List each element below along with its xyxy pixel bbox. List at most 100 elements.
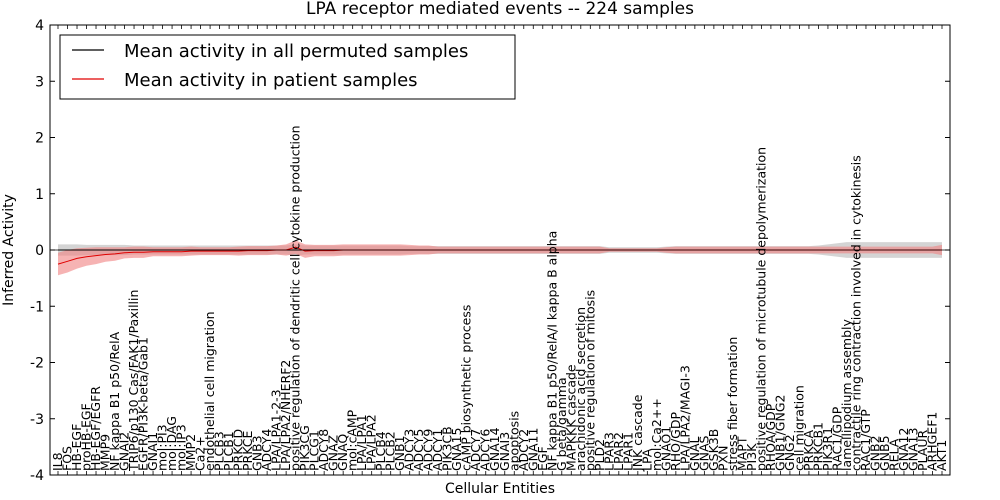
x-tick-label: PLCB3 [212, 431, 227, 471]
x-tick-label: apoptosis [506, 411, 521, 471]
x-tick-label: HB-EGF [69, 424, 84, 471]
x-tick-label: PLCG1 [307, 430, 322, 471]
x-tick-label: proHB-EGF [79, 403, 94, 471]
legend-label-permuted: Mean activity in all permuted samples [124, 41, 468, 62]
x-tick-label: MMP2 [183, 434, 198, 471]
x-tick-label: cell migration [791, 385, 806, 471]
x-tick-label: stress fiber formation [725, 337, 740, 471]
x-tick-label: positive regulation of mitosis [582, 290, 597, 471]
x-tick-label: NF kappa B1 p50/RelA [107, 331, 122, 471]
x-tick-label: ADCY7 [468, 429, 483, 471]
x-tick-label: G beta/gamma [554, 377, 569, 471]
x-tick-label: mol:cAMP [345, 409, 360, 471]
x-tick-label: EGFR/PI3K-beta/Gab1 [136, 337, 151, 471]
legend-box [59, 34, 516, 100]
x-tick-label: PIK3CG [297, 425, 312, 471]
x-tick-label: GNB1/GNG2 [772, 395, 787, 471]
x-axis-ticks [57, 25, 943, 475]
x-tick-label: FOS [60, 446, 75, 471]
x-tick-label: LPAR3 [601, 432, 616, 471]
y-tick-label: -1 [30, 299, 44, 315]
x-tick-label: PRKCD [231, 429, 246, 471]
y-tick-label: 1 [35, 187, 44, 203]
x-tick-label: HB-EGF/EGFR [88, 386, 103, 471]
x-tick-label: mol:DAG [164, 416, 179, 471]
x-tick-label: arachidonic acid secretion [573, 307, 588, 471]
band-patient [58, 240, 942, 276]
x-tick-label: GNAO1 [658, 426, 673, 471]
x-tick-label: EGF [535, 446, 550, 471]
x-tick-label: ADCY4 [259, 429, 274, 471]
x-tick-label: GNB3 [250, 435, 265, 471]
x-tick-label: GNG2 [782, 434, 797, 471]
x-tick-label: GNB1 [392, 435, 407, 471]
x-tick-label: LPA/LPA2/MAGI-3 [677, 365, 692, 471]
x-tick-label: RELA [887, 438, 902, 471]
x-tick-label: GNAQ [335, 434, 350, 471]
x-tick-label: RHOA/GDP [763, 403, 778, 471]
chart-title: LPA receptor mediated events -- 224 samp… [306, 0, 694, 19]
x-tick-label: contractile ring contraction involved in… [849, 155, 864, 471]
y-axis-label: Inferred Activity [1, 194, 17, 306]
x-tick-label: GNA15 [449, 427, 464, 471]
y-tick-label: -3 [30, 412, 44, 428]
x-tick-label: GNB2 [868, 435, 883, 471]
legend-label-patient: Mean activity in patient samples [124, 70, 418, 91]
x-tick-label: LPA/LPA1-2-3 [269, 389, 284, 471]
x-tick-label: GNAS [696, 435, 711, 471]
x-tick-label: GNAI2 [117, 432, 132, 471]
x-tick-label: GNA12 [896, 428, 911, 472]
x-tick-label: PXN [715, 446, 730, 471]
y-tick-label: -2 [30, 356, 44, 372]
confidence-bands [58, 240, 942, 276]
x-tick-label: mol:Ca2++ [649, 398, 664, 471]
x-tick-label: MAPT [734, 436, 749, 471]
y-tick-label: 2 [35, 131, 44, 147]
x-tick-label: JNK cascade [630, 394, 645, 472]
x-tick-label: PLCB4 [373, 431, 388, 471]
x-tick-label: PRKCE [240, 431, 255, 471]
x-tick-label: ADCY9 [421, 429, 436, 471]
x-tick-label: PLAUR [915, 430, 930, 471]
x-tick-label: ADCY3 [402, 429, 417, 471]
x-tick-label: GNA11 [525, 428, 540, 472]
x-tick-label: LPA/LPA1 [354, 414, 369, 471]
x-tick-label: GNA13 [906, 428, 921, 472]
x-tick-label: GNAI3 [497, 432, 512, 471]
plot-frame [49, 24, 951, 476]
x-tick-label: TRIP6/p130 Cas/FAK1/Paxillin [126, 290, 141, 472]
x-tick-label: lamellipodium assembly [839, 319, 854, 471]
x-tick-label: ADCY2 [516, 429, 531, 471]
x-tick-label: PLCB1 [221, 431, 236, 471]
x-tick-label: GNAL [687, 436, 702, 471]
y-tick-label: 3 [35, 74, 44, 90]
x-tick-label: cAMP biosynthetic process [459, 305, 474, 471]
x-tick-label: RAC1/GTP [858, 409, 873, 471]
x-tick-label: PLD2 [592, 439, 607, 471]
x-tick-label: LPA/LPA2 [364, 414, 379, 471]
x-tick-label: LPAR1 [620, 432, 635, 471]
x-tick-label: positive regulation of microtubule depol… [753, 147, 768, 471]
x-tick-label: mol:PI3 [155, 424, 170, 471]
x-tick-label: GNAI1 [145, 432, 160, 471]
x-tick-label: LPAR2 [611, 432, 626, 471]
x-tick-label: PIK3R1 [820, 427, 835, 471]
x-tick-label: ADCY5 [411, 429, 426, 471]
x-tick-label: PRKCA [801, 430, 816, 471]
x-tick-label: GNA14 [487, 427, 502, 471]
x-tick-label: ADCY6 [478, 429, 493, 471]
x-tick-label: RAC1/GDP [829, 406, 844, 471]
x-tick-label: endothelial cell migration [202, 311, 217, 471]
y-tick-label: -4 [30, 468, 44, 484]
x-tick-label: ADCY8 [316, 429, 331, 471]
x-tick-label: PI3K [744, 443, 759, 471]
legend: Mean activity in all permuted samples Me… [59, 34, 516, 100]
x-tick-label: GNB5 [877, 435, 892, 471]
x-tick-label: IL8 [50, 452, 65, 471]
x-tick-label: mol:IP3 [174, 424, 189, 471]
x-tick-label: LPA/LPA2/NHERF2 [278, 360, 293, 471]
x-tick-label: MAPKKK cascade [563, 364, 578, 471]
